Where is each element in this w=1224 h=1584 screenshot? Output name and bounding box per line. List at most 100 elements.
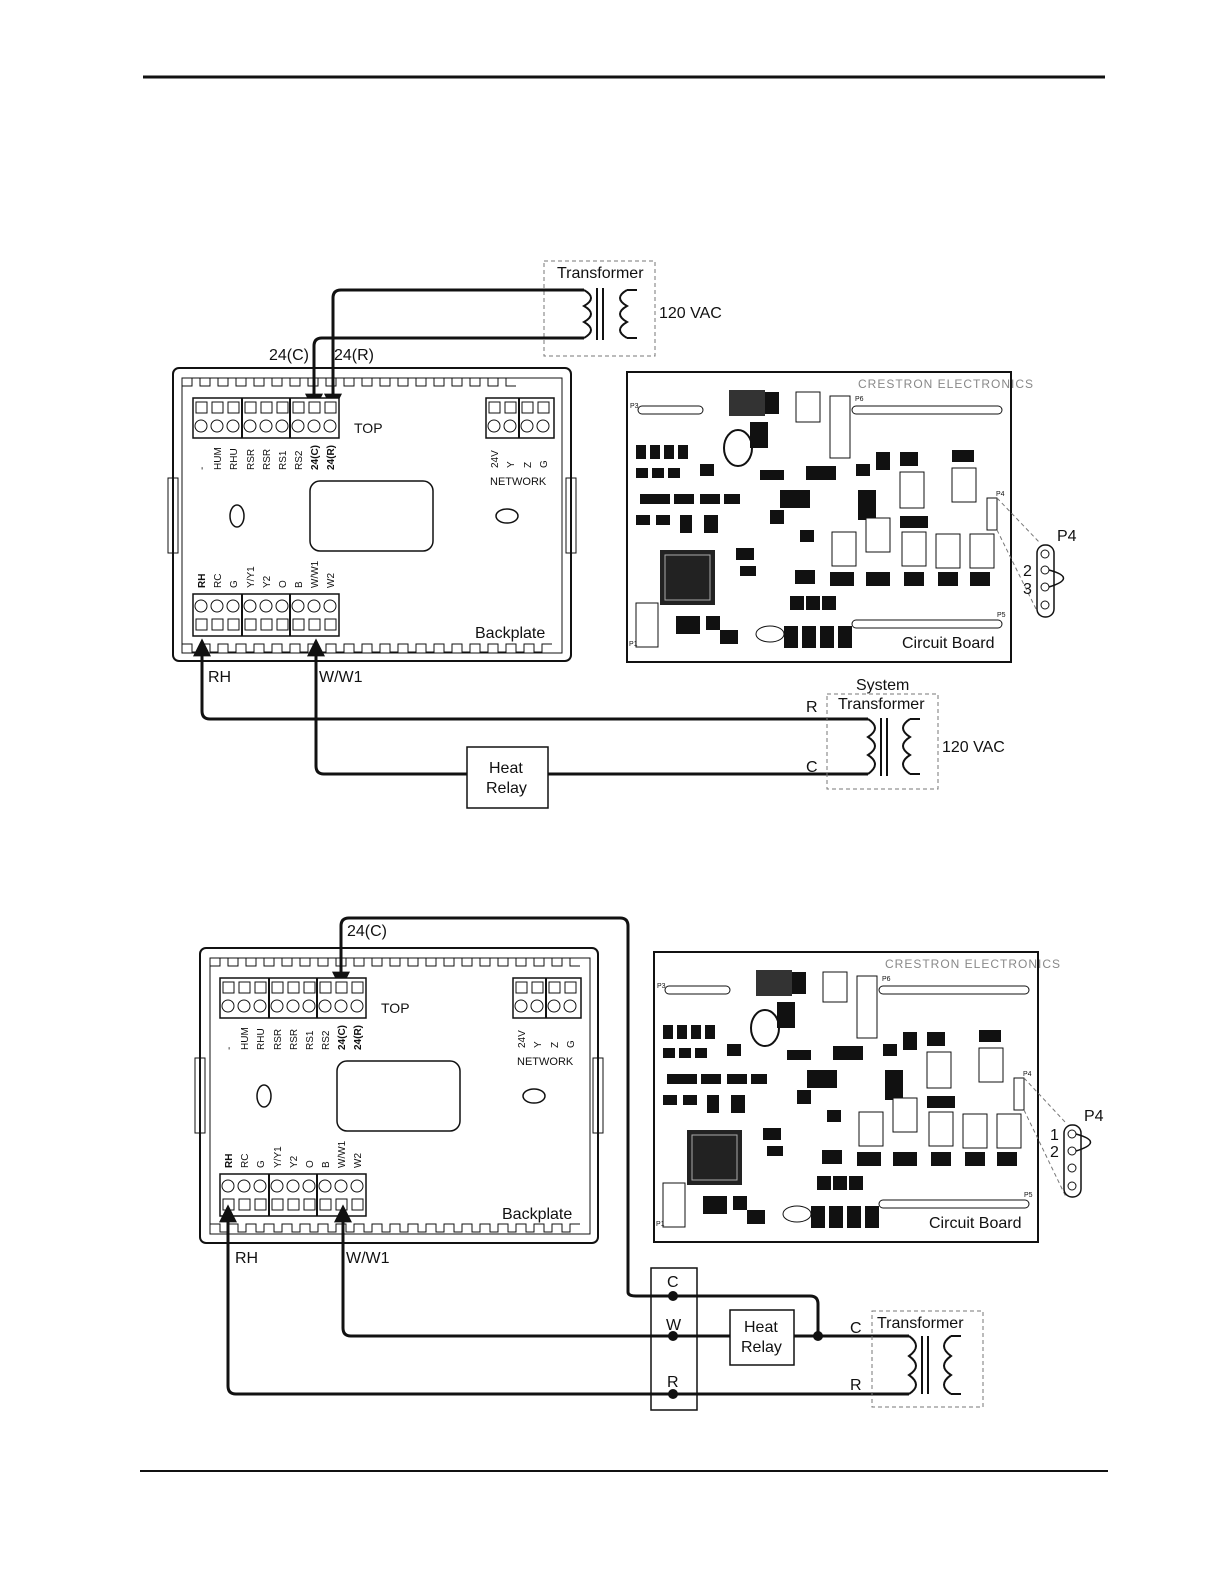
bottom-terminal-label: Y2 (289, 1155, 300, 1168)
bottom-terminal-label: O (305, 1160, 316, 1168)
top-terminal-label: RSR (262, 449, 273, 470)
svg-text:P4: P4 (1057, 528, 1077, 545)
top-label: TOP (354, 420, 383, 436)
circuit-board: CRESTRON ELECTRONICS P3 P6 P5 P4 P1 (653, 951, 1061, 1243)
transformer-label: Transformer (557, 265, 644, 282)
wire-24c (324, 288, 584, 412)
heat-relay (729, 1309, 795, 1366)
top-terminal-label: RSR (273, 1029, 284, 1050)
bottom-terminal-label: Y/Y1 (246, 566, 257, 588)
heat-relay (466, 746, 549, 809)
svg-text:P4: P4 (1084, 1108, 1104, 1125)
transformer-box (543, 260, 656, 357)
network-terminal-label: Z (523, 462, 534, 468)
wire-rh (193, 638, 868, 721)
network-terminal-label: G (539, 460, 550, 468)
bottom-terminal-label: RC (240, 1154, 251, 1168)
svg-text:P5: P5 (1024, 1192, 1033, 1199)
svg-text:Transformer: Transformer (838, 696, 925, 713)
network-terminal-label: Y (533, 1041, 544, 1048)
svg-text:P6: P6 (855, 396, 864, 403)
bottom-terminal-label: G (229, 580, 240, 588)
network-terminal-label: Y (506, 461, 517, 468)
top-terminal-label: RSR (289, 1029, 300, 1050)
svg-text:P3: P3 (630, 403, 639, 410)
svg-text:P6: P6 (882, 976, 891, 983)
bottom-terminal-label: W2 (326, 573, 337, 588)
svg-text:Heat: Heat (489, 760, 523, 777)
circuit-board-label: Circuit Board (929, 1215, 1021, 1232)
rh-label: RH (208, 669, 231, 686)
wire-ww1 (307, 638, 467, 776)
diagram-2: 24(C) TOP - HUM (194, 916, 1104, 1411)
svg-text:2: 2 (1050, 1144, 1059, 1161)
network-terminal-label: Z (550, 1042, 561, 1048)
transformer-coil-primary (581, 289, 592, 339)
svg-text:W: W (666, 1317, 682, 1334)
backplate-label: Backplate (502, 1206, 572, 1223)
wire-rh (219, 1204, 909, 1396)
network-terminal-label: 24V (490, 450, 501, 468)
rh-label: RH (235, 1250, 258, 1267)
circuit-board-label: Circuit Board (902, 635, 994, 652)
top-terminal-label: RS2 (321, 1030, 332, 1050)
svg-text:P3: P3 (657, 983, 666, 990)
system-transformer-box (826, 693, 939, 790)
bottom-terminal-label: RH (224, 1154, 235, 1168)
svg-text:C: C (806, 759, 818, 776)
diagram-1: Transformer 120 VAC 24(C) 24(R) (167, 260, 1077, 809)
svg-text:P5: P5 (997, 612, 1006, 619)
wire-ww1 (334, 1204, 730, 1338)
bottom-terminal-label: B (294, 581, 305, 588)
network-terminal-label: 24V (517, 1030, 528, 1048)
wire-24r (305, 336, 584, 412)
top-terminal-label: - (224, 1047, 235, 1050)
board-brand: CRESTRON ELECTRONICS (885, 957, 1061, 971)
wire-c (626, 1291, 820, 1336)
bottom-terminal-label: W/W1 (310, 560, 321, 588)
backplate: TOP - HUM RHU RSR RSR RS1 RS2 24(C) 24(R… (194, 947, 604, 1244)
svg-text:120 VAC: 120 VAC (942, 739, 1005, 756)
svg-text:Heat: Heat (744, 1319, 778, 1336)
svg-text:R: R (806, 699, 818, 716)
ww1-label: W/W1 (319, 669, 363, 686)
top-label: TOP (381, 1000, 410, 1016)
svg-text:System: System (856, 677, 909, 694)
bottom-terminal-label: O (278, 580, 289, 588)
bottom-terminal-label: Y2 (262, 575, 273, 588)
wire-label-24r: 24(R) (334, 347, 374, 364)
bottom-terminal-label: RH (197, 574, 208, 588)
bottom-terminal-label: W/W1 (337, 1140, 348, 1168)
wire-24c (332, 916, 630, 1292)
svg-text:Relay: Relay (741, 1339, 782, 1356)
top-terminal-label: RS2 (294, 450, 305, 470)
svg-text:Transformer: Transformer (877, 1315, 964, 1332)
top-terminal-label: HUM (213, 447, 224, 470)
backplate-label: Backplate (475, 625, 545, 642)
circuit-board: CRESTRON ELECTRONICS P3 P6 P5 P4 P1 (626, 371, 1034, 663)
top-terminal-label: HUM (240, 1027, 251, 1050)
wire-label-24c: 24(C) (347, 923, 387, 940)
svg-text:R: R (667, 1374, 679, 1391)
top-terminal-label: RHU (229, 448, 240, 470)
svg-text:P4: P4 (1023, 1071, 1032, 1078)
svg-text:Relay: Relay (486, 780, 527, 797)
network-terminal-label: G (566, 1040, 577, 1048)
network-label: NETWORK (490, 476, 547, 488)
svg-text:P1: P1 (656, 1221, 665, 1228)
svg-text:2: 2 (1023, 563, 1032, 580)
board-brand: CRESTRON ELECTRONICS (858, 377, 1034, 391)
ww1-label: W/W1 (346, 1250, 390, 1267)
top-terminal-label: 24(R) (353, 1025, 364, 1050)
bottom-terminal-label: G (256, 1160, 267, 1168)
top-terminal-label: RSR (246, 449, 257, 470)
voltage-label: 120 VAC (659, 305, 722, 322)
svg-text:R: R (850, 1377, 862, 1394)
top-terminal-label: RS1 (305, 1030, 316, 1050)
svg-text:3: 3 (1023, 581, 1032, 598)
svg-text:1: 1 (1050, 1127, 1059, 1144)
top-terminal-label: RHU (256, 1028, 267, 1050)
svg-text:C: C (667, 1274, 679, 1291)
backplate: TOP - HUM RHU RSR RSR RS1 RS2 24(C) 24(R… (167, 367, 577, 662)
wire-label-24c: 24(C) (269, 347, 309, 364)
